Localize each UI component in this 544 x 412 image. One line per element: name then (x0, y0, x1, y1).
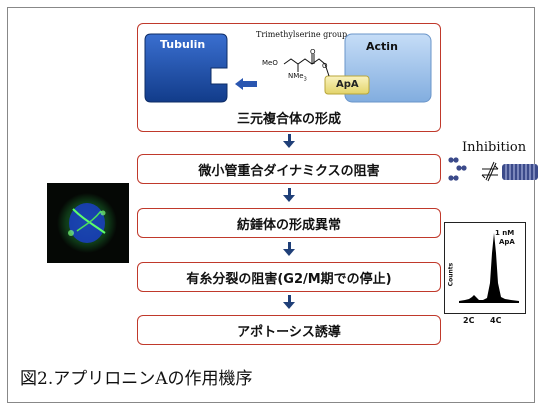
histogram-drug-label: ApA (499, 238, 515, 246)
actin-label: Actin (366, 40, 398, 53)
histogram-y-label: Counts (447, 262, 455, 287)
complex-title: 三元複合体の形成 (236, 112, 341, 127)
histogram-trace (459, 233, 519, 303)
meo-label: MeO (262, 59, 278, 67)
ester-oxygen-label: O (322, 62, 328, 70)
nme-label: NMe3 (288, 72, 307, 83)
trimethylserine-label: Trimethylserine group (256, 30, 348, 39)
microtubule-icon (448, 157, 538, 182)
step-microtubule-inhibition: 微小管重合ダイナミクスの阻害 (137, 154, 441, 184)
oxygen-label: O (310, 48, 316, 56)
apa-shape (324, 75, 370, 95)
tubulin-shape (144, 33, 228, 103)
figure-caption: 図2.アプリロニンAの作用機序 (20, 369, 253, 389)
step-mitosis-inhibition: 有糸分裂の阻害(G2/M期での停止) (137, 262, 441, 292)
trimethylserine-structure (283, 58, 326, 65)
inhibition-illustration: Inhibition (446, 140, 540, 190)
cell-fluorescence-image (47, 183, 129, 263)
histogram-concentration-label: 1 nM (495, 229, 515, 237)
inhibition-label: Inhibition (462, 140, 527, 155)
binding-arrow (235, 78, 243, 90)
complex-illustration (144, 33, 432, 103)
histogram-x-tick-2c: 2C (463, 316, 475, 325)
flow-arrow-1 (283, 134, 295, 150)
tubulin-label: Tubulin (160, 38, 206, 51)
histogram-x-tick-4c: 4C (490, 316, 502, 325)
flow-arrow-2 (283, 188, 295, 204)
flow-arrow-4 (283, 295, 295, 311)
step-spindle-abnormality: 紡錘体の形成異常 (137, 208, 441, 238)
dna-content-histogram: 1 nM ApA Counts (444, 222, 526, 314)
complex-panel: Tubulin Actin Trimethylserine group ApA … (137, 23, 441, 132)
flow-arrow-3 (283, 242, 295, 258)
figure-frame (7, 7, 535, 403)
step-apoptosis: アポトーシス誘導 (137, 315, 441, 345)
apa-label: ApA (336, 79, 359, 90)
